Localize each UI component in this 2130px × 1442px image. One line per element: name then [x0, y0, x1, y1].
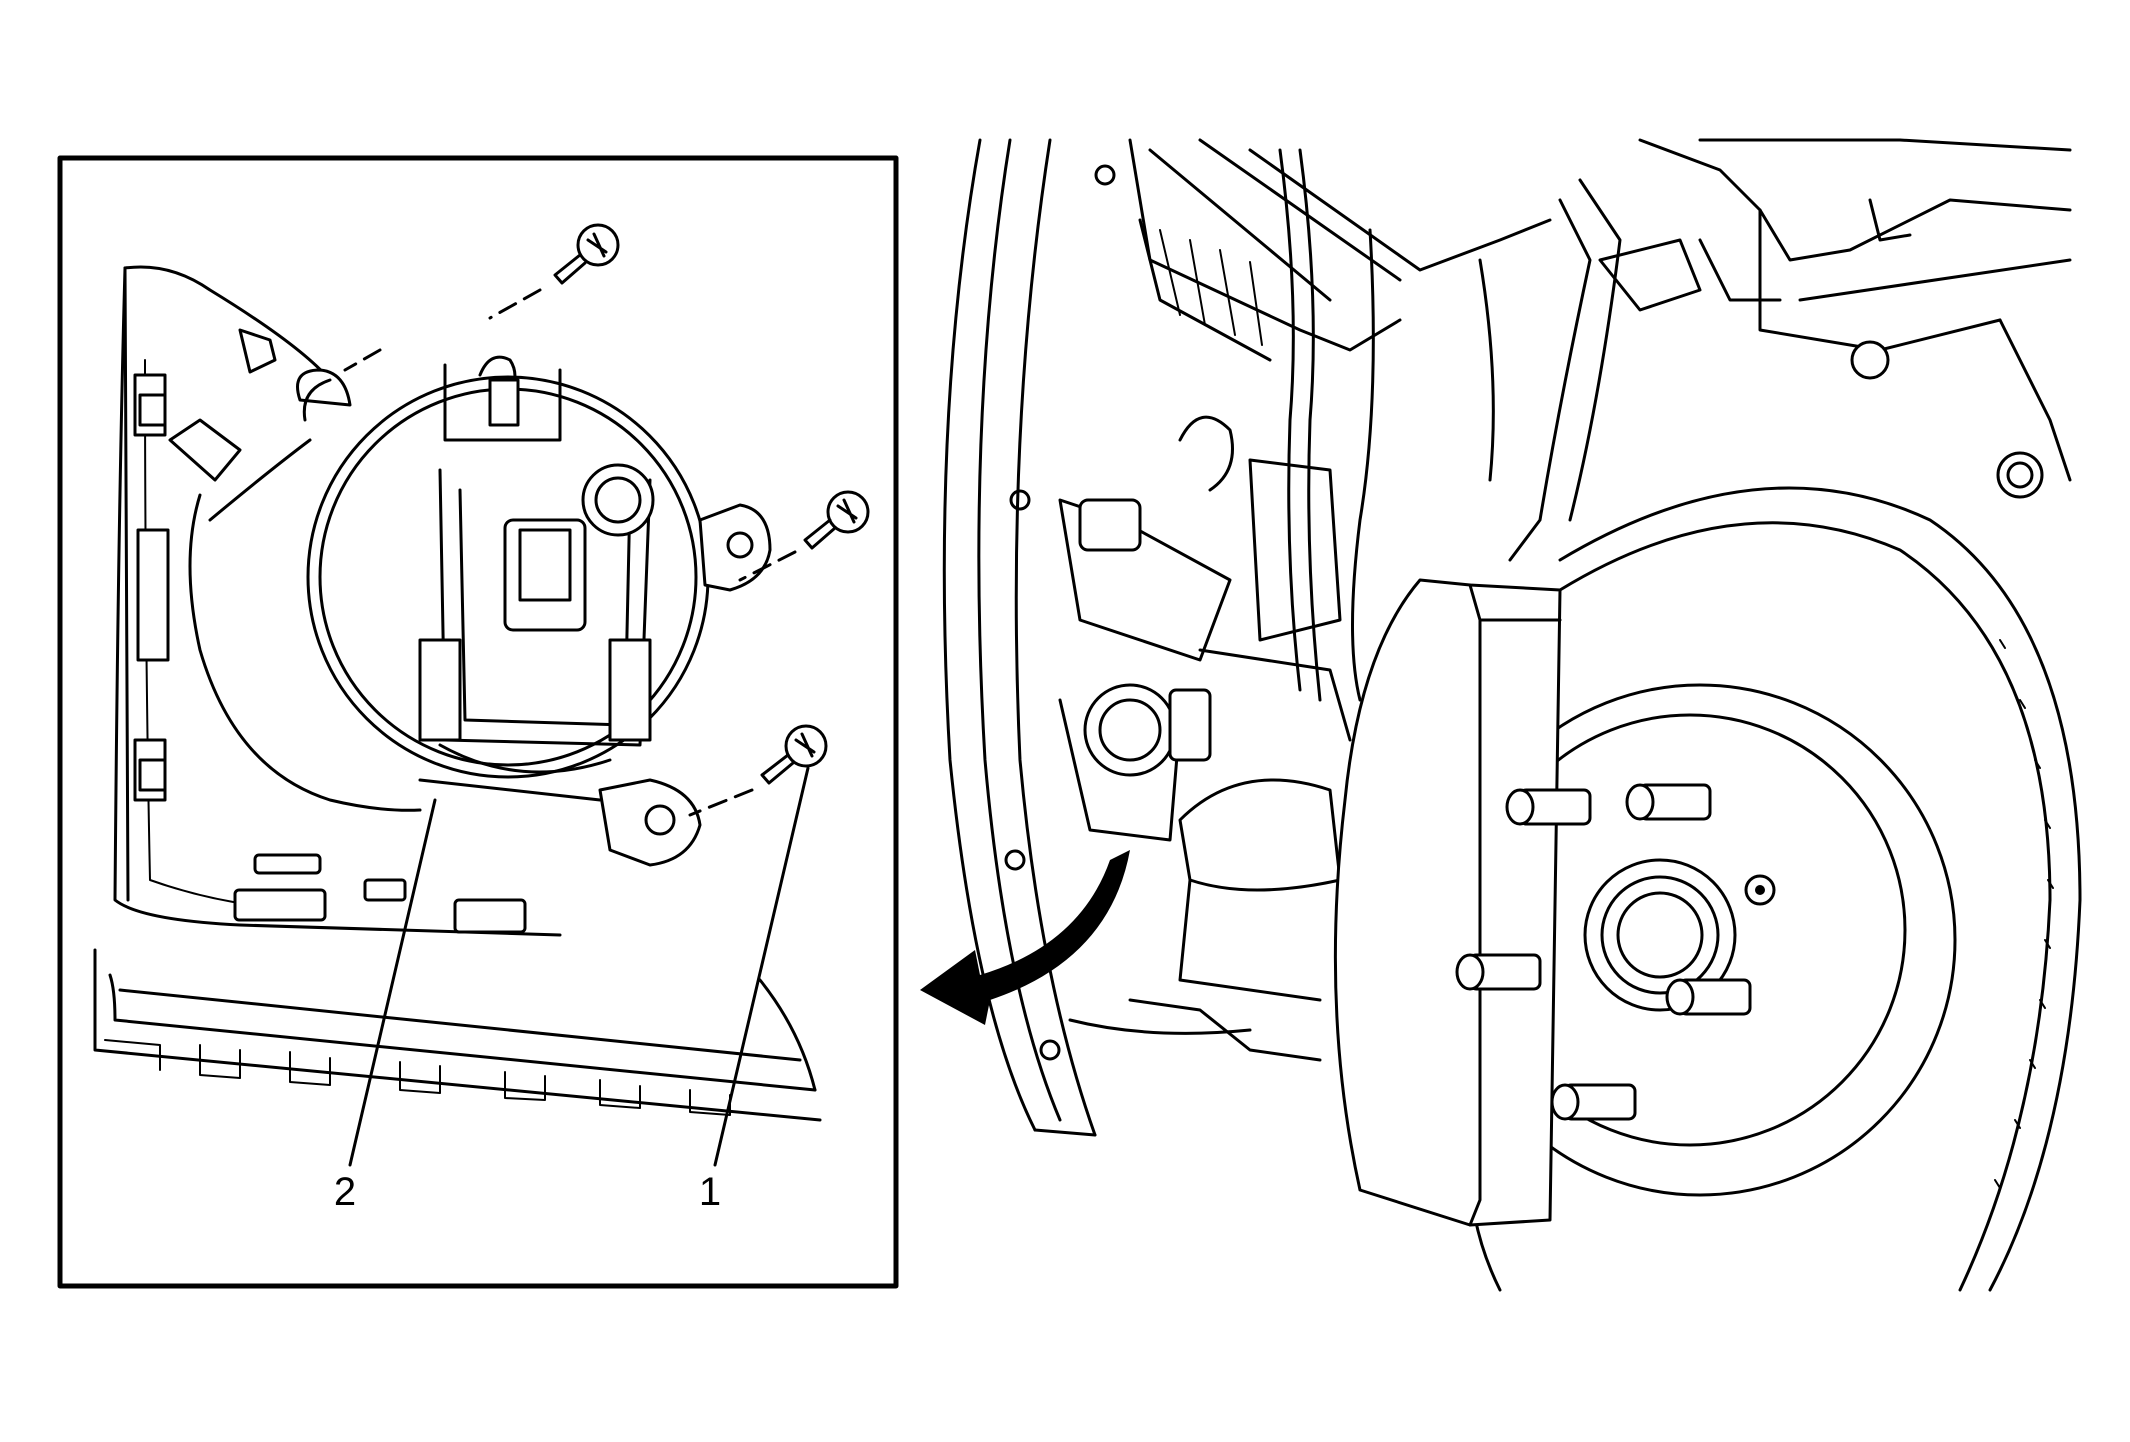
wheel-well-view: [942, 138, 2082, 1292]
bulb-connector: [503, 518, 587, 632]
housing-tab: [608, 638, 652, 742]
wheel-stud: [1550, 1083, 1637, 1121]
wheel-stud: [1665, 978, 1752, 1016]
callout-label-1: 1: [699, 1170, 721, 1214]
wheel-stud: [1625, 783, 1712, 821]
detail-inset: 2 1: [57, 155, 899, 1289]
fastener-top: [343, 223, 620, 372]
lamp-socket: [581, 463, 655, 537]
leader-line-1: [713, 766, 810, 1167]
fastener-lower: [688, 724, 828, 817]
callout-label-2: 2: [334, 1170, 356, 1214]
panel-slot: [136, 528, 170, 662]
fastener-middle: [738, 490, 870, 582]
inset-frame: [57, 155, 899, 1289]
wheel-stud: [1505, 788, 1592, 826]
wheel-hub: [1455, 783, 1776, 1121]
lower-grille: [93, 948, 822, 1122]
brake-caliper: [1333, 578, 1562, 1227]
leader-line-2: [348, 798, 437, 1167]
wheel-stud: [1455, 953, 1542, 991]
fascia-panel: [113, 265, 562, 937]
curved-arrow-icon: [920, 850, 1130, 1025]
wheel-arch-outer: [942, 138, 1037, 1132]
lamp-housing: [296, 355, 772, 867]
housing-tab: [418, 638, 462, 742]
